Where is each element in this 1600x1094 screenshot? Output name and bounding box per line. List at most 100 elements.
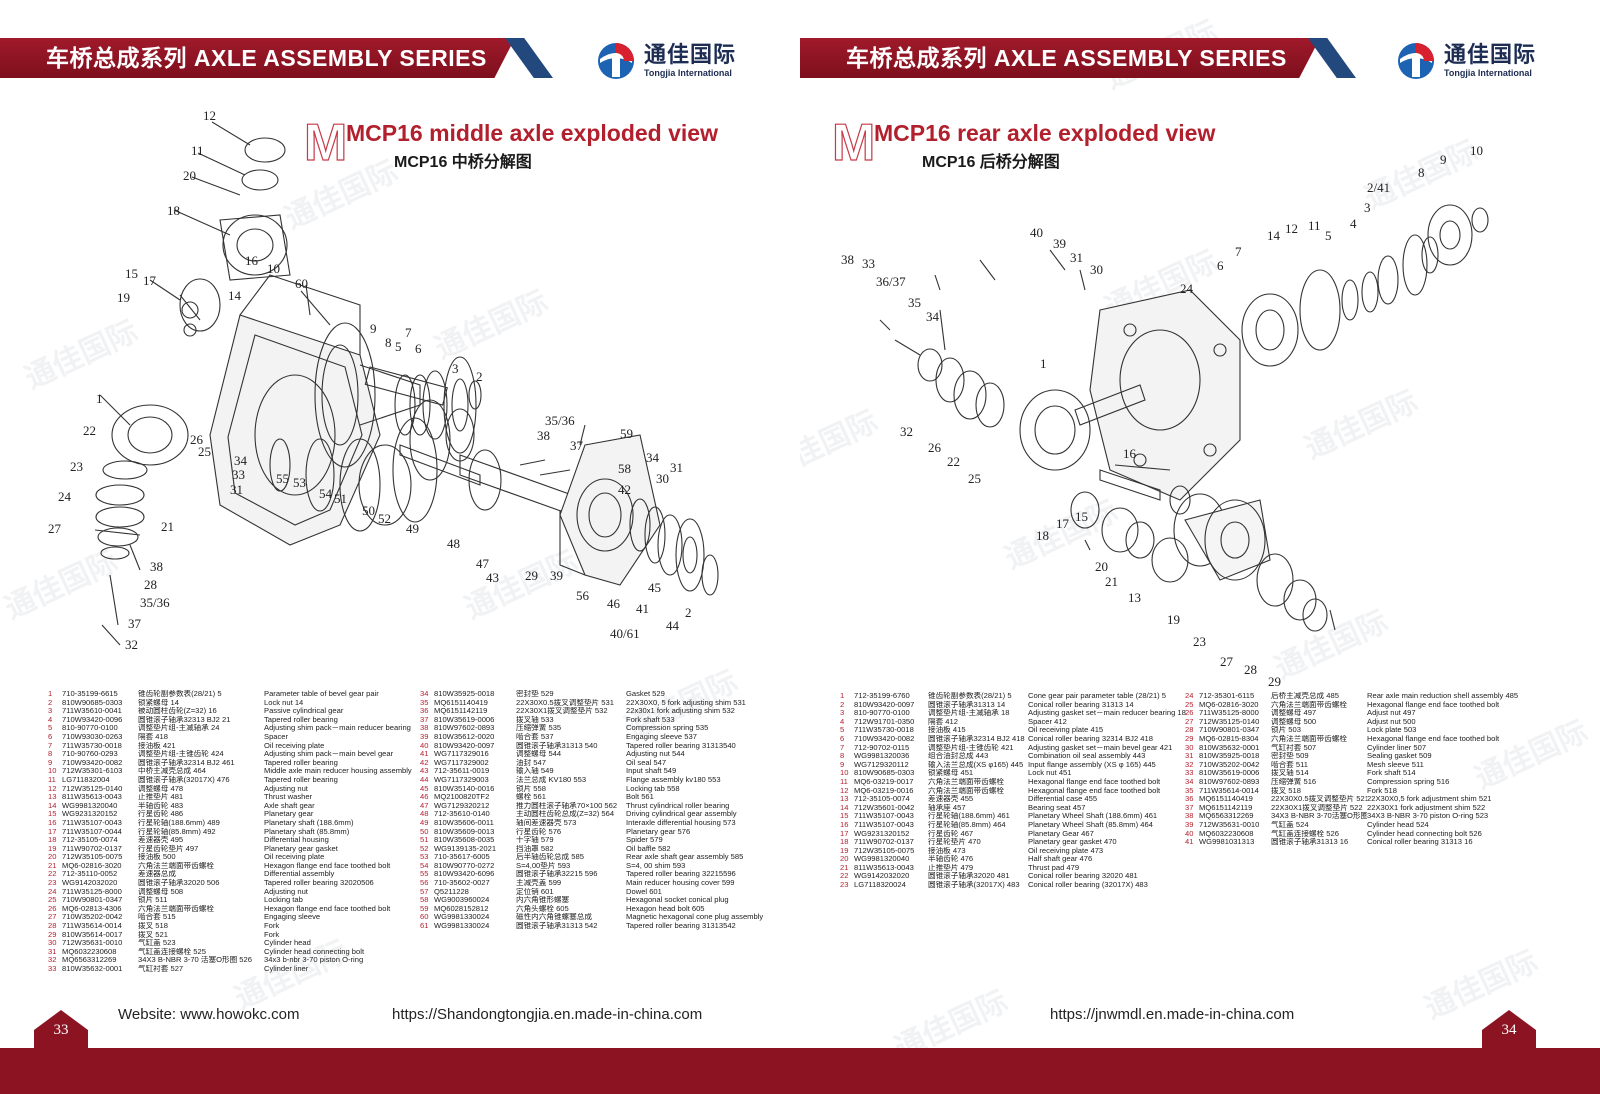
part-name-en: Input shaft 549 — [626, 767, 677, 776]
part-number-index: 54 — [420, 861, 429, 870]
part-name-en: Hexagonal flange end face toothed bolt — [1367, 734, 1500, 743]
part-code: MQ2100820TF2 — [434, 793, 490, 802]
callout-label: 18 — [1036, 528, 1049, 543]
part-name-cn: 隔套 412 — [928, 717, 958, 726]
callout-label: 20 — [1095, 559, 1108, 574]
part-name-cn: 定位销 601 — [516, 887, 554, 896]
part-name-cn: 行星轮垫片 470 — [928, 838, 981, 847]
part-name-cn: 差速器壳 495 — [138, 836, 184, 845]
part-name-en: Tapered roller bearing — [264, 715, 338, 724]
part-code: 810W90685-0303 — [62, 698, 123, 707]
part-name-en: Axle shaft gear — [264, 801, 315, 810]
part-number-index: 26 — [1185, 709, 1194, 718]
callout-label: 11 — [191, 143, 204, 158]
callout-label: 49 — [406, 521, 419, 536]
part-code: WG9003960024 — [434, 896, 490, 905]
part-name-cn: 输入法兰总成(XS φ165) 445 — [928, 760, 1024, 769]
callout-label: 39 — [550, 568, 563, 583]
part-name-cn: 圆锥滚子轴承31313 16 — [1271, 838, 1349, 847]
logo-en-text: Tongjia International — [644, 68, 732, 78]
part-number-index: 15 — [48, 810, 57, 819]
part-number-index: 16 — [840, 820, 849, 829]
part-name-cn: 拨叉 518 — [1271, 786, 1301, 795]
part-code: 810W35140-0016 — [434, 784, 495, 793]
part-number-index: 20 — [48, 853, 57, 862]
part-name-en: Oil receiving plate — [264, 741, 325, 750]
part-name-en: Conical roller bearing 32020 481 — [1028, 872, 1138, 881]
part-number-index: 39 — [1185, 820, 1194, 829]
callout-label: 39 — [1053, 236, 1066, 251]
part-name-en: Fork shaft 514 — [1367, 769, 1416, 778]
part-name-cn: 六角法兰端面带齿螺栓 — [138, 904, 214, 913]
part-name-en: Lock nut 14 — [264, 698, 304, 707]
part-number-index: 23 — [840, 881, 849, 890]
callout-label: 25 — [198, 444, 211, 459]
footer-website[interactable]: Website: www.howokc.com — [118, 1006, 300, 1023]
part-name-cn: 圆锥滚子轴承32314 BJ2 461 — [138, 758, 235, 767]
part-number-index: 6 — [840, 734, 845, 743]
part-number-index: 60 — [420, 913, 429, 922]
callout-label: 26 — [190, 432, 204, 447]
callout-label: 5 — [1325, 228, 1332, 243]
brand-logo: 通佳国际 Tongjia International — [596, 38, 736, 84]
callout-label: 14 — [228, 288, 242, 303]
part-number-index: 18 — [840, 838, 849, 847]
callout-label: 7 — [1235, 244, 1242, 259]
part-number-index: 19 — [840, 846, 849, 855]
part-code: MQ6028152812 — [434, 904, 489, 913]
part-name-cn: 调整螺母 478 — [138, 784, 184, 793]
part-code: 810W90770-0272 — [434, 861, 495, 870]
callout-label: 5 — [395, 339, 402, 354]
part-number-index: 26 — [48, 904, 57, 913]
callout-label: 20 — [183, 168, 196, 183]
callout-label: 31 — [230, 482, 243, 497]
heading-letter: M — [831, 114, 876, 172]
part-name-en: Adjusting nut — [264, 887, 308, 896]
callout-label: 53 — [293, 475, 306, 490]
part-name-cn: 接油板 473 — [928, 846, 966, 855]
part-code: 810W90685-0303 — [854, 769, 915, 778]
part-code: 810W97602-0893 — [1199, 777, 1260, 786]
footer-store-url[interactable]: https://Shandongtongjia.en.made-in-china… — [392, 1006, 703, 1023]
part-name-cn: 行星轮轴(188.6mm) 489 — [138, 818, 220, 827]
right-page: 通佳国际 通佳国际 通佳国际 通佳国际 通佳国际 通佳国际 通佳国际 通佳国际 … — [800, 0, 1600, 1094]
part-code: 712-35110-0052 — [62, 870, 118, 879]
part-name-cn: 差速器总成 — [138, 870, 176, 879]
part-code: WG9981330024 — [434, 922, 490, 931]
part-number-index: 1 — [48, 690, 53, 698]
part-number-index: 50 — [420, 827, 429, 836]
part-number-index: 31 — [48, 947, 57, 956]
part-name-en: Interaxle differential housing 573 — [626, 818, 736, 827]
part-number-index: 5 — [840, 726, 845, 735]
page-number: 33 — [53, 1022, 69, 1038]
part-number-index: 13 — [48, 793, 57, 802]
callout-label: 24 — [1180, 281, 1194, 296]
part-name-cn: 密封垫 529 — [516, 690, 554, 698]
part-name-en: Oil seal 547 — [626, 758, 667, 767]
part-name-cn: 六角法兰端面带齿螺栓 — [1271, 734, 1347, 743]
part-name-cn: 隔套 418 — [138, 732, 168, 741]
part-number-index: 2 — [48, 698, 53, 707]
part-name-cn: 止推垫片 479 — [928, 863, 974, 872]
part-name-en: Spacer — [264, 732, 289, 741]
part-code: 710-90760-0293 — [62, 750, 118, 759]
part-number-index: 49 — [420, 818, 429, 827]
part-number-index: 24 — [1185, 692, 1194, 700]
part-code: WG9981330024 — [434, 913, 490, 922]
footer-store-url[interactable]: https://jnwmdl.en.made-in-china.com — [1050, 1006, 1295, 1023]
callout-label: 2/41 — [1367, 180, 1390, 195]
part-name-en: Flange assembly kv180 553 — [626, 775, 721, 784]
